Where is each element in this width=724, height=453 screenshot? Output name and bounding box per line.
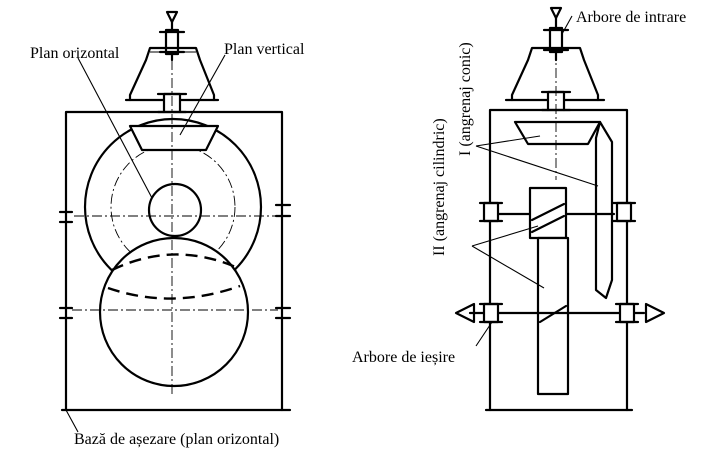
label-plan-orizontal: Plan orizontal <box>30 45 120 62</box>
label-angrenaj-conic: I (angrenaj conic) <box>457 42 474 156</box>
label-arbore-iesire: Arbore de ieșire <box>352 349 455 366</box>
left-input-shaft <box>158 10 186 62</box>
label-baza-asezare: Bază de așezare (plan orizontal) <box>74 431 279 448</box>
leader-angrenaj-cilindric-1 <box>471 225 539 247</box>
leader-angrenaj-conic-2 <box>475 135 541 147</box>
label-plan-vertical: Plan vertical <box>224 41 305 58</box>
right-output-shaft <box>454 302 666 324</box>
left-casing <box>64 110 284 412</box>
left-bevel-gear <box>128 124 220 152</box>
left-lower-gear-hidden-upper <box>111 253 239 272</box>
leader-baza-asezare <box>65 409 79 433</box>
leader-angrenaj-conic-1 <box>475 145 599 187</box>
leader-arbore-iesire <box>475 321 493 347</box>
leader-plan-vertical <box>179 54 226 136</box>
left-lower-gear <box>98 236 250 388</box>
left-bell-housing <box>128 46 216 102</box>
left-lower-gear-hidden-lower <box>107 284 241 300</box>
leader-plan-orizontal <box>77 57 153 199</box>
right-bevel-gear <box>513 120 602 146</box>
right-bevel-wheel <box>594 120 614 300</box>
left-view-front <box>58 10 292 433</box>
right-bell-housing <box>510 46 600 102</box>
leader-arbore-intrare <box>561 15 573 35</box>
left-side-flanges <box>58 203 292 320</box>
label-arbore-intrare: Arbore de intrare <box>576 9 686 26</box>
left-pinion <box>147 182 203 238</box>
right-cylindrical-gear <box>536 236 570 396</box>
right-view-side <box>454 6 666 412</box>
right-top-flange <box>504 90 606 112</box>
label-angrenaj-cilindric: II (angrenaj cilindric) <box>431 118 448 256</box>
leader-angrenaj-cilindric-2 <box>471 245 545 289</box>
